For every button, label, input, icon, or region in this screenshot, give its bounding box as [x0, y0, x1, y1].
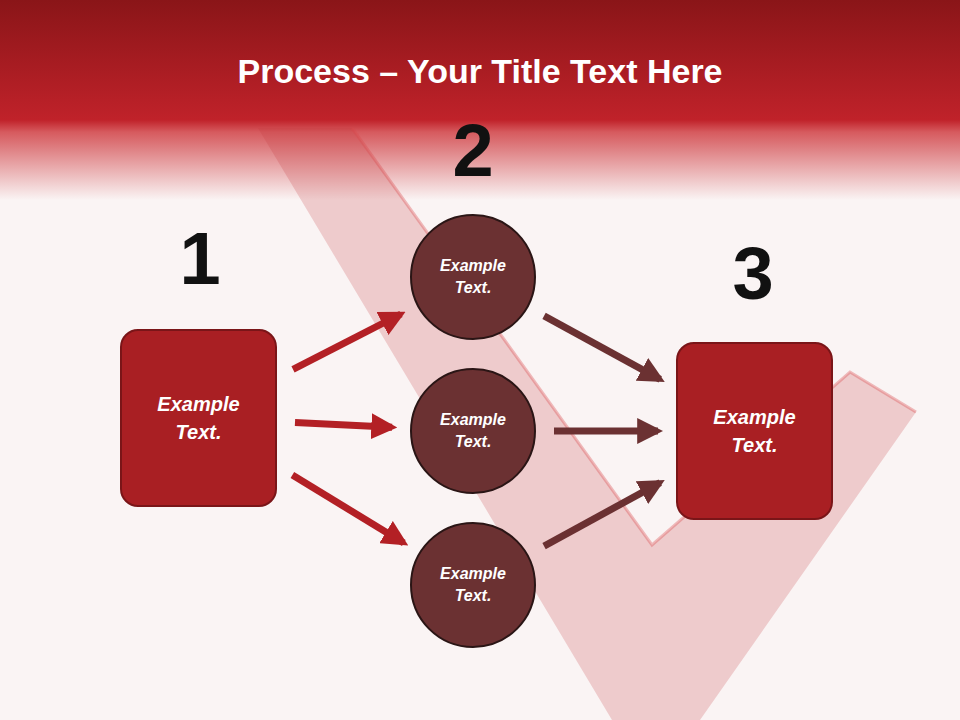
header-band [0, 0, 960, 200]
flow-arrow [295, 423, 392, 428]
process-circle: Example Text. [410, 522, 536, 648]
node-text: Example Text. [425, 409, 521, 454]
flow-arrow [293, 314, 401, 369]
node-text: Example Text. [135, 390, 262, 446]
flow-arrow [292, 475, 403, 543]
callout-number: 1 [179, 216, 220, 301]
callout-number: 3 [732, 231, 773, 316]
node-text: Example Text. [691, 403, 818, 459]
node-text: Example Text. [425, 563, 521, 608]
flow-arrow [544, 316, 660, 380]
circle-outline [410, 214, 536, 340]
circle-shape [411, 523, 535, 647]
process-circle: Example Text. [410, 368, 536, 494]
process-box: Example Text. [120, 329, 277, 507]
checkmark-highlight [352, 128, 916, 545]
flow-arrow [554, 428, 658, 435]
node-text: Example Text. [425, 255, 521, 300]
flow-arrow [544, 483, 660, 547]
circle-outline [410, 368, 536, 494]
circle-outline [410, 522, 536, 648]
checkmark-illustration [258, 128, 916, 720]
slide-title: Process – Your Title Text Here [0, 52, 960, 91]
circle-shape [411, 215, 535, 339]
circle-shape [411, 369, 535, 493]
process-circle: Example Text. [410, 214, 536, 340]
callout-number: 2 [452, 108, 493, 193]
process-box: Example Text. [676, 342, 833, 520]
